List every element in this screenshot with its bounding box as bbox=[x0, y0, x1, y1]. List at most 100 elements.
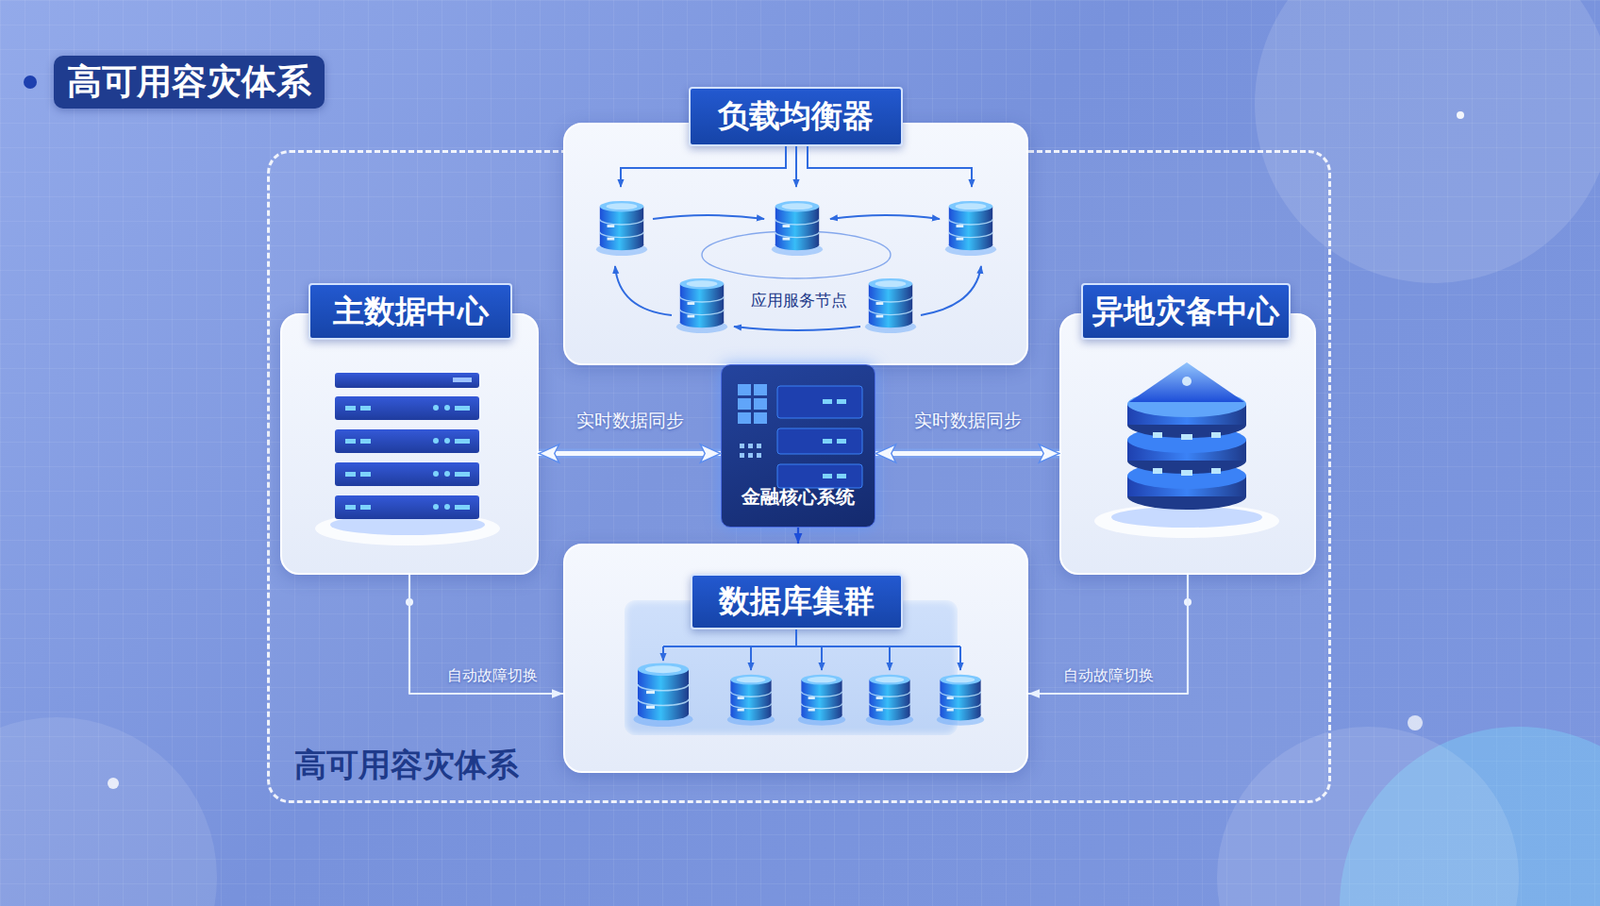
cluster-link bbox=[830, 215, 940, 219]
line-start-dot bbox=[1183, 598, 1192, 606]
console-tiles bbox=[737, 383, 767, 424]
tree-line bbox=[795, 629, 798, 647]
rack-unit bbox=[334, 462, 480, 486]
led bbox=[345, 438, 356, 444]
led bbox=[1152, 432, 1163, 438]
group-label: 高可用容灾体系 bbox=[294, 743, 597, 789]
database-panel: 数据库集群 bbox=[563, 543, 1029, 773]
tile bbox=[753, 398, 767, 410]
node-caption: 应用服务节点 bbox=[742, 289, 856, 313]
database-icon bbox=[633, 663, 694, 728]
led bbox=[822, 399, 833, 404]
led bbox=[822, 438, 833, 444]
led bbox=[360, 405, 371, 411]
rack-unit bbox=[334, 495, 480, 519]
glow bbox=[330, 514, 485, 535]
disk-top bbox=[1127, 462, 1247, 489]
sparkle bbox=[107, 777, 119, 789]
tile bbox=[753, 383, 767, 396]
led bbox=[345, 504, 356, 510]
disk-base bbox=[1127, 411, 1247, 438]
panel-heading: 主数据中心 bbox=[308, 283, 513, 340]
cluster-links bbox=[615, 215, 982, 331]
cluster-link bbox=[615, 266, 672, 316]
connector bbox=[798, 527, 800, 544]
connector-glow bbox=[538, 449, 721, 459]
console-dots bbox=[739, 443, 762, 458]
led bbox=[1152, 467, 1163, 474]
led bbox=[1181, 469, 1193, 476]
fanout-line bbox=[620, 146, 786, 187]
led bbox=[433, 503, 439, 510]
connector-line bbox=[538, 450, 721, 456]
backup-panel: 异地灾备中心 bbox=[1059, 313, 1317, 575]
sparkle bbox=[1456, 111, 1465, 119]
disk-base bbox=[1127, 447, 1247, 474]
service-panel: 负载均衡器应用服务节点 bbox=[563, 122, 1029, 366]
led bbox=[1211, 467, 1221, 474]
dot bbox=[748, 443, 753, 449]
tile bbox=[753, 412, 767, 424]
glow bbox=[1094, 503, 1280, 538]
rack-leds bbox=[345, 404, 470, 510]
dot bbox=[748, 452, 753, 458]
connector bbox=[875, 452, 1060, 454]
led bbox=[454, 405, 470, 411]
title-bullet bbox=[23, 75, 37, 89]
disk-body bbox=[1127, 403, 1247, 425]
console-leds bbox=[822, 399, 847, 479]
connector-line bbox=[875, 450, 1060, 456]
led bbox=[433, 437, 439, 444]
connector bbox=[538, 452, 721, 454]
app-node-icon bbox=[596, 200, 648, 256]
led bbox=[433, 404, 439, 411]
console-panel bbox=[777, 464, 863, 488]
connector-line bbox=[409, 574, 564, 694]
led bbox=[444, 437, 450, 444]
fanout-line bbox=[795, 146, 798, 187]
dot bbox=[739, 443, 745, 449]
datacenter-panel: 主数据中心 bbox=[280, 313, 539, 575]
tree-line bbox=[750, 646, 752, 670]
console-panel bbox=[777, 385, 863, 418]
tree-line bbox=[663, 645, 961, 648]
led bbox=[454, 438, 470, 444]
dot bbox=[756, 452, 762, 458]
cluster-link bbox=[733, 326, 861, 331]
cluster-link bbox=[652, 215, 765, 219]
led bbox=[822, 473, 833, 479]
tree-line bbox=[888, 646, 891, 670]
panel-heading: 负载均衡器 bbox=[688, 86, 903, 147]
connector bbox=[409, 574, 564, 694]
connector-glow bbox=[875, 449, 1060, 459]
app-node-icon bbox=[945, 200, 997, 256]
led bbox=[836, 473, 847, 479]
led bbox=[836, 438, 847, 444]
cluster-link bbox=[920, 266, 982, 316]
sparkle bbox=[1182, 376, 1192, 386]
database-icon bbox=[936, 674, 984, 726]
glow bbox=[1111, 506, 1263, 528]
disk-top bbox=[1127, 390, 1247, 417]
database-icon bbox=[866, 674, 914, 726]
disk-top bbox=[1127, 426, 1247, 453]
disk-lights bbox=[1152, 432, 1221, 476]
core-system-box: 金融核心系统 bbox=[720, 364, 876, 528]
cluster-ring bbox=[701, 231, 891, 279]
box-label: 金融核心系统 bbox=[721, 483, 875, 513]
database-icon bbox=[727, 674, 775, 726]
led bbox=[360, 471, 371, 477]
tile bbox=[737, 412, 751, 424]
disk-body bbox=[1127, 439, 1247, 461]
connector-line bbox=[1028, 574, 1188, 694]
page-title: 高可用容灾体系 bbox=[53, 55, 325, 109]
disk-base bbox=[1127, 483, 1247, 510]
rack-unit bbox=[334, 429, 480, 453]
led bbox=[345, 471, 356, 477]
line-start-dot bbox=[405, 598, 414, 606]
fanout-line bbox=[807, 146, 972, 187]
tile bbox=[737, 383, 751, 396]
server-rack bbox=[315, 372, 500, 546]
led bbox=[836, 399, 847, 404]
led bbox=[1211, 432, 1221, 438]
